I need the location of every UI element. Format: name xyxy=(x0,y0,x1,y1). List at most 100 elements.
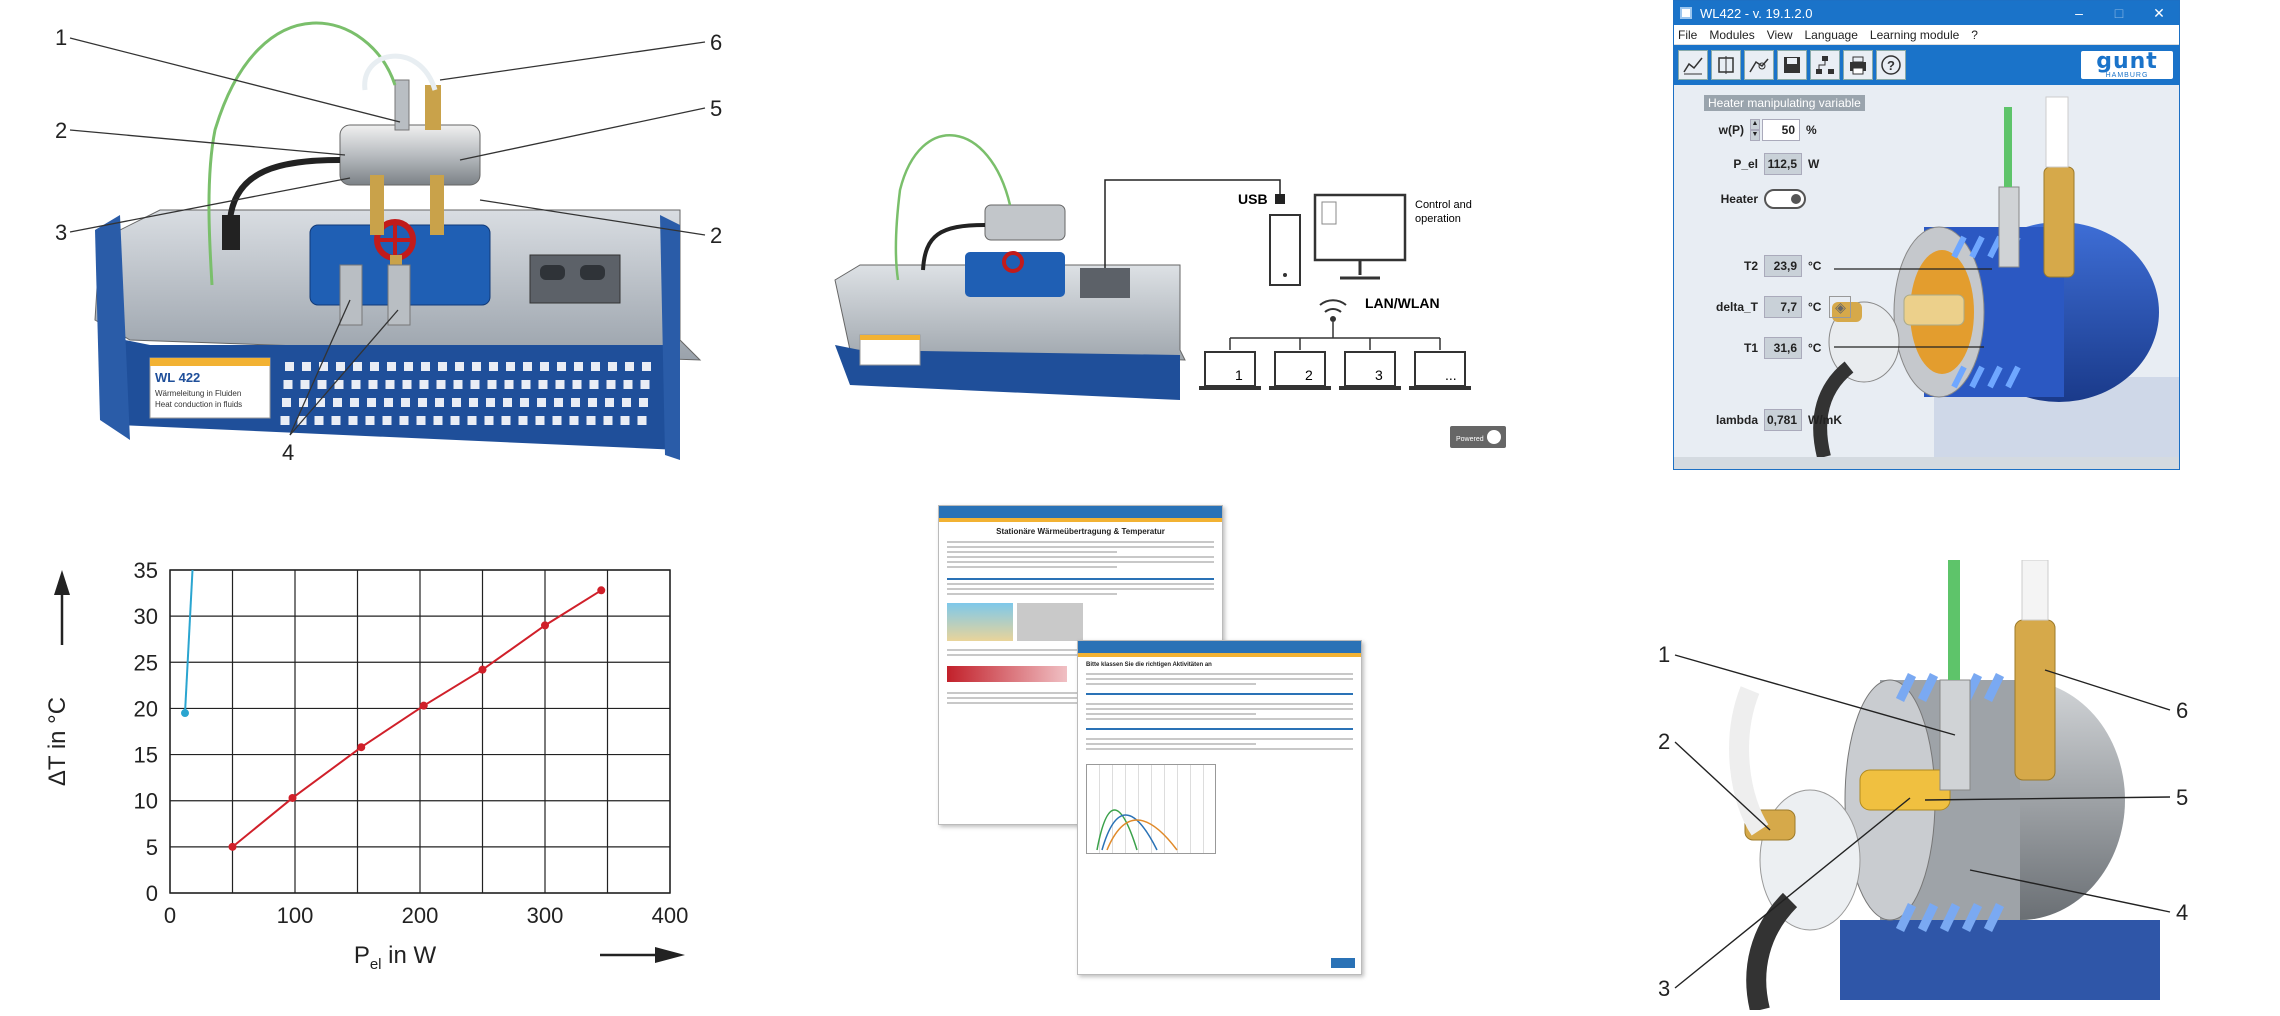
menu-learning-module[interactable]: Learning module xyxy=(1869,27,1960,42)
help-icon[interactable]: ? xyxy=(1876,50,1906,80)
worksheet-images xyxy=(947,603,1214,641)
vent-hole xyxy=(435,398,444,407)
menu-language[interactable]: Language xyxy=(1804,27,1858,42)
vent-hole xyxy=(402,380,412,389)
vent-hole xyxy=(385,380,395,389)
vent-hole xyxy=(433,416,443,425)
apparatus-photo: WL 422 Wärmeleitung in Fluiden Heat cond… xyxy=(40,0,740,480)
maximize-button[interactable]: □ xyxy=(2114,5,2124,21)
menu-view[interactable]: View xyxy=(1766,27,1793,42)
y-tick-label: 5 xyxy=(146,835,158,860)
data-point xyxy=(288,793,297,802)
vent-hole xyxy=(472,362,481,371)
vent-hole xyxy=(382,416,392,425)
chart-icon[interactable] xyxy=(1678,50,1708,80)
print-icon[interactable] xyxy=(1843,50,1873,80)
vent-hole xyxy=(622,398,631,407)
delta-t-row: delta_T 7,7 °C ◈ xyxy=(1694,296,1852,318)
y-axis-arrowhead xyxy=(54,570,70,595)
wp-label: w(P) xyxy=(1718,123,1744,137)
app-icon xyxy=(1680,7,1692,19)
t1-label: T1 xyxy=(1743,341,1758,355)
vent-hole xyxy=(368,380,378,389)
t1-unit: °C xyxy=(1808,341,1822,355)
network-label: LAN/WLAN xyxy=(1365,295,1440,311)
vent-hole xyxy=(280,416,290,425)
laptop-screen xyxy=(1274,351,1326,387)
chart-compare-icon[interactable] xyxy=(1744,50,1774,80)
laptop-base xyxy=(1199,386,1261,390)
wp-value[interactable]: 50 xyxy=(1762,119,1800,141)
menu-file[interactable]: File xyxy=(1678,27,1698,42)
wifi-icon xyxy=(1319,299,1347,322)
vent-hole xyxy=(554,398,563,407)
stepper-up-icon[interactable]: ▲ xyxy=(1750,119,1760,130)
pel-label: P_el xyxy=(1733,157,1758,171)
vent-hole xyxy=(404,362,413,371)
wp-unit: % xyxy=(1806,123,1817,137)
vent-hole xyxy=(640,380,650,389)
y-tick-label: 0 xyxy=(146,881,158,906)
vent-hole xyxy=(557,362,566,371)
vent-hole xyxy=(314,416,324,425)
wp-stepper[interactable]: ▲▼ xyxy=(1750,119,1760,141)
vent-hole xyxy=(504,380,514,389)
menu-modules[interactable]: Modules xyxy=(1709,27,1755,42)
laptop-base xyxy=(1269,386,1331,390)
laptop-label: 2 xyxy=(1305,367,1313,383)
heater-label: Heater xyxy=(1720,192,1758,206)
gunt-logo: gunt HAMBURG xyxy=(2081,50,2173,79)
pel-value: 112,5 xyxy=(1764,153,1802,175)
y-tick-label: 25 xyxy=(134,650,158,675)
vent-hole xyxy=(285,362,294,371)
heater-toggle[interactable] xyxy=(1764,189,1806,209)
section-callout-5: 5 xyxy=(2176,785,2188,810)
delta-t-unit: °C xyxy=(1808,300,1822,314)
sensor-icon[interactable] xyxy=(1711,50,1741,80)
lambda-row: lambda 0,781 W/mK xyxy=(1694,409,1842,431)
section-callout-1: 1 xyxy=(1658,642,1670,667)
menu-help[interactable]: ? xyxy=(1971,27,1978,42)
vent-hole xyxy=(589,380,599,389)
vent-hole xyxy=(486,398,495,407)
save-icon[interactable] xyxy=(1777,50,1807,80)
vent-hole xyxy=(487,380,497,389)
heat-cell-illustration xyxy=(1813,96,2179,469)
vent-hole xyxy=(574,362,583,371)
data-point xyxy=(541,621,549,630)
worksheet-1-title: Stationäre Wärmeübertragung & Temperatur xyxy=(996,527,1165,536)
vent-hole xyxy=(351,380,361,389)
vent-hole xyxy=(416,416,426,425)
minimize-button[interactable]: – xyxy=(2075,5,2083,21)
vent-hole xyxy=(438,362,447,371)
vent-hole xyxy=(623,380,633,389)
control-label-2: operation xyxy=(1415,213,1461,225)
vent-hole xyxy=(588,398,597,407)
target-icon[interactable]: ◈ xyxy=(1829,296,1852,318)
vent-hole xyxy=(348,416,358,425)
callout-6: 6 xyxy=(710,30,722,55)
close-button[interactable]: ✕ xyxy=(2153,4,2165,21)
section-callout-3: 3 xyxy=(1658,976,1670,1001)
vent-hole xyxy=(419,380,429,389)
vent-hole xyxy=(606,380,616,389)
network-icon[interactable] xyxy=(1810,50,1840,80)
vent-hole xyxy=(282,398,291,407)
t1-row: T1 31,6 °C xyxy=(1694,337,1821,359)
label-plate-line1: Wärmeleitung in Fluiden xyxy=(155,389,241,398)
vent-hole xyxy=(387,362,396,371)
vent-hole xyxy=(608,362,617,371)
data-point xyxy=(228,842,237,851)
vent-hole xyxy=(450,416,460,425)
pel-unit: W xyxy=(1808,157,1820,171)
vent-hole xyxy=(333,398,342,407)
plot-frame xyxy=(169,569,671,894)
vent-hole xyxy=(540,362,549,371)
data-point xyxy=(181,709,189,718)
stepper-down-icon[interactable]: ▼ xyxy=(1750,130,1760,141)
x-tick-label: 0 xyxy=(164,903,176,928)
status-bar xyxy=(1674,457,2179,469)
